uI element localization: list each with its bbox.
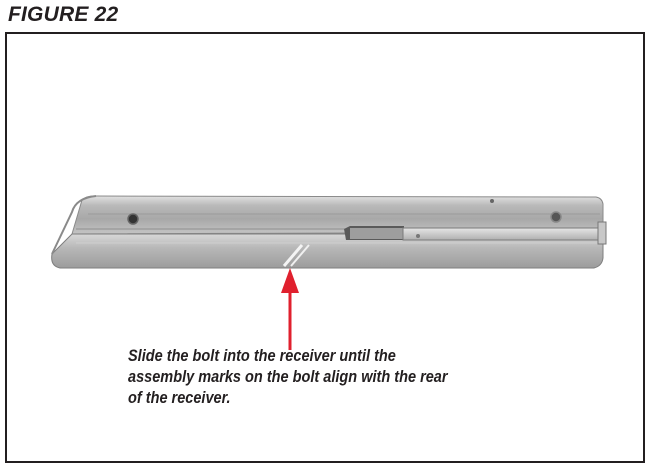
pin-hole-rear: [550, 211, 562, 223]
small-hole: [490, 199, 494, 203]
figure-caption: Slide the bolt into the receiver until t…: [128, 346, 480, 409]
pin-hole-front: [127, 213, 139, 225]
receiver-upper: [71, 195, 604, 235]
figure-title: FIGURE 22: [8, 3, 119, 26]
receiver-lower-rail: [51, 195, 604, 269]
bolt: [344, 221, 607, 245]
caption-line: of the receiver.: [128, 389, 231, 407]
caption-line: assembly marks on the bolt align with th…: [128, 368, 448, 386]
caption-line: Slide the bolt into the receiver until t…: [128, 347, 396, 365]
assembly-marks: [282, 244, 310, 267]
callout-arrow-icon: [281, 268, 299, 350]
